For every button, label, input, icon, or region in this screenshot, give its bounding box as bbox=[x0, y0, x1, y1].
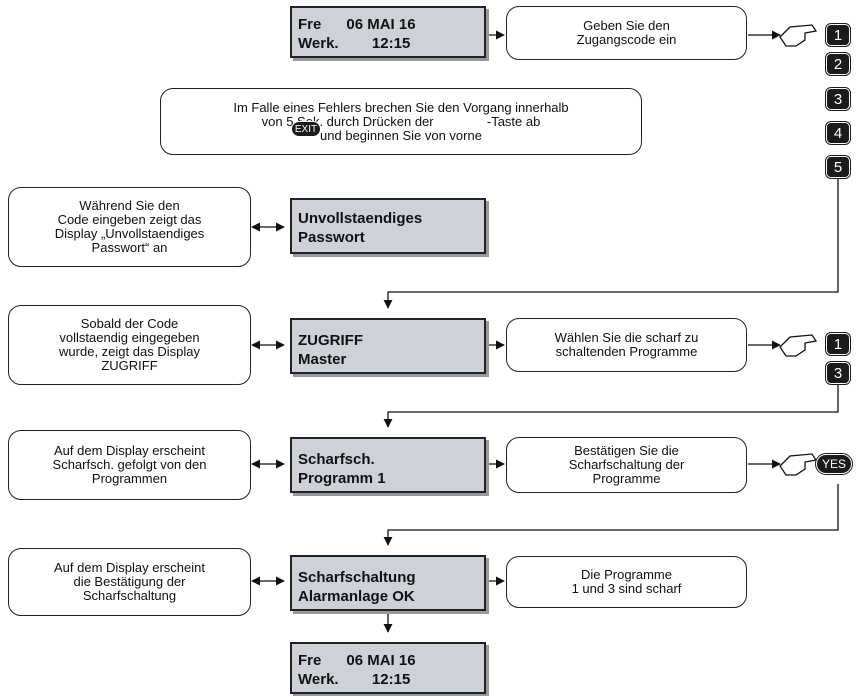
lcd-line-1: Fre 06 MAI 16 bbox=[298, 652, 416, 669]
key-4-icon: 4 bbox=[825, 121, 851, 145]
lcd-line-1: Scharfsch. bbox=[298, 451, 375, 468]
note-line: Scharfschaltung bbox=[82, 588, 177, 603]
note-once-complete: Sobald der Code vollstaendig eingegeben … bbox=[8, 305, 251, 385]
note-line: Programmen bbox=[91, 471, 168, 486]
note-line: Die Programme bbox=[580, 567, 672, 582]
note-line: Im Falle eines Fehlers brechen Sie den V… bbox=[233, 99, 569, 115]
arrow-keys-to-access bbox=[383, 178, 839, 309]
note-line: Sobald der Code bbox=[80, 316, 179, 331]
note-line: ZUGRIFF bbox=[101, 358, 158, 373]
hand-pointer-icon bbox=[779, 334, 818, 357]
hand-pointer-icon bbox=[779, 24, 818, 47]
lcd-display-access: ZUGRIFF Master bbox=[290, 318, 486, 374]
note-line: Scharfsch. gefolgt von den bbox=[52, 457, 207, 472]
note-line: Display „Unvollstaendiges bbox=[54, 226, 205, 241]
key-1-icon: 1 bbox=[825, 332, 851, 356]
lcd-line-1: Unvollstaendiges bbox=[298, 210, 423, 227]
note-line: 1 und 3 sind scharf bbox=[571, 581, 682, 596]
key-3-icon: 3 bbox=[825, 87, 851, 111]
note-line: Geben Sie den bbox=[583, 18, 670, 33]
lcd-line-2: Werk. 12:15 bbox=[298, 35, 411, 52]
note-line: schaltenden Programme bbox=[555, 344, 698, 359]
lcd-display-armed: Scharfschaltung Alarmanlage OK bbox=[290, 555, 486, 611]
hand-pointer-icon bbox=[779, 453, 818, 476]
note-line: und beginnen Sie von vorne bbox=[320, 127, 482, 143]
lcd-line-2: Werk. 12:15 bbox=[298, 671, 411, 688]
note-line: Zugangscode ein bbox=[576, 32, 677, 47]
arrow-keys-to-arm bbox=[383, 385, 839, 428]
lcd-display-end: Fre 06 MAI 16 Werk. 12:15 bbox=[290, 642, 486, 694]
note-line: vollstaendig eingegeben bbox=[59, 330, 200, 345]
note-line: Auf dem Display erscheint bbox=[53, 443, 205, 458]
lcd-line-1: Scharfschaltung bbox=[298, 569, 416, 586]
lcd-line-2: Alarmanlage OK bbox=[298, 588, 415, 605]
exit-key-icon: EXIT bbox=[291, 121, 321, 137]
lcd-line-2: Passwort bbox=[298, 229, 365, 246]
note-programs-armed: Die Programme 1 und 3 sind scharf bbox=[506, 556, 747, 608]
note-line: Scharfschaltung der bbox=[568, 457, 685, 472]
note-line: Code eingeben zeigt das bbox=[57, 212, 202, 227]
note-line: Wählen Sie die scharf zu bbox=[554, 330, 699, 345]
lcd-line-1: ZUGRIFF bbox=[298, 332, 363, 349]
note-line: von 5 Sek. durch Drücken der -Taste ab bbox=[233, 113, 568, 129]
key-5-icon: 5 bbox=[825, 155, 851, 179]
key-2-icon: 2 bbox=[825, 52, 851, 76]
lcd-line-1: Fre 06 MAI 16 bbox=[298, 16, 416, 33]
lcd-display-arm: Scharfsch. Programm 1 bbox=[290, 437, 486, 493]
lcd-line-2: Master bbox=[298, 351, 347, 368]
key-1-icon: 1 bbox=[825, 23, 851, 47]
note-line-part: -Taste ab bbox=[486, 113, 541, 129]
yes-key-icon: YES bbox=[815, 453, 853, 475]
note-while-typing: Während Sie den Code eingeben zeigt das … bbox=[8, 187, 251, 267]
note-confirm-arm: Bestätigen Sie die Scharfschaltung der P… bbox=[506, 437, 747, 493]
note-display-shows-arm: Auf dem Display erscheint Scharfsch. gef… bbox=[8, 430, 251, 500]
arrow-yes-to-armed bbox=[383, 484, 839, 546]
note-line: Programme bbox=[592, 471, 661, 486]
note-line: die Bestätigung der bbox=[73, 574, 186, 589]
note-enter-code: Geben Sie den Zugangscode ein bbox=[506, 6, 747, 60]
lcd-line-2: Programm 1 bbox=[298, 470, 386, 487]
note-line: wurde, zeigt das Display bbox=[59, 344, 200, 359]
note-line: Passwort“ an bbox=[91, 240, 168, 255]
lcd-display-start: Fre 06 MAI 16 Werk. 12:15 bbox=[290, 6, 486, 58]
note-line-part: von 5 Sek. durch Drücken der bbox=[261, 113, 434, 129]
note-line: Auf dem Display erscheint bbox=[53, 560, 205, 575]
note-select-programs: Wählen Sie die scharf zu schaltenden Pro… bbox=[506, 318, 747, 372]
note-error-hint: Im Falle eines Fehlers brechen Sie den V… bbox=[160, 88, 642, 155]
note-display-shows-confirm: Auf dem Display erscheint die Bestätigun… bbox=[8, 548, 251, 616]
note-line: Bestätigen Sie die bbox=[574, 443, 679, 458]
lcd-display-incomplete: Unvollstaendiges Passwort bbox=[290, 198, 486, 254]
key-3-icon: 3 bbox=[825, 361, 851, 385]
note-line: Während Sie den bbox=[79, 198, 180, 213]
